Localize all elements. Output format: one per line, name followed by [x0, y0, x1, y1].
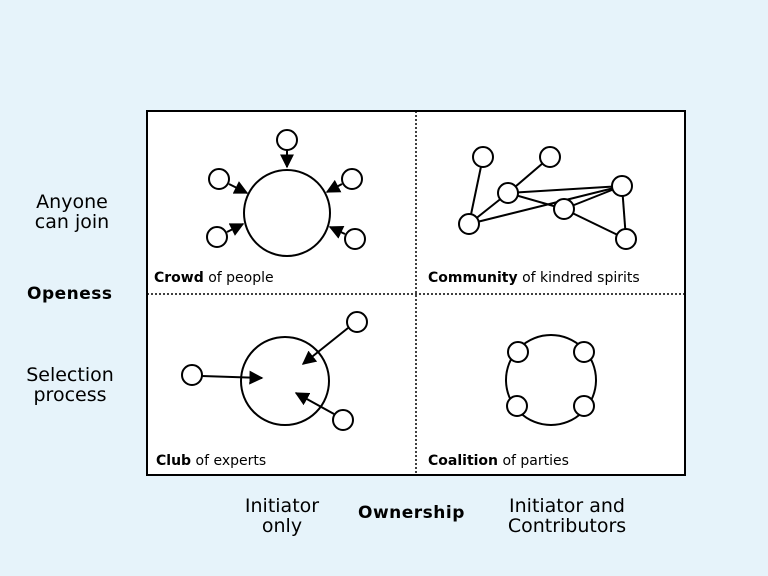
crowd-arrow	[328, 225, 346, 239]
openness-high-line: can join	[34, 211, 110, 233]
community-caption: Community of kindred spirits	[428, 270, 640, 286]
coalition-caption: Coalition of parties	[428, 453, 569, 469]
crowd-node	[341, 168, 363, 190]
club-center-node	[240, 336, 330, 426]
community-node	[458, 213, 480, 235]
community-node	[497, 182, 519, 204]
crowd-arrow	[325, 179, 343, 193]
coalition-node	[573, 341, 595, 363]
crowd-center-node	[243, 169, 331, 257]
club-arrow	[294, 392, 335, 415]
coalition-center-node	[505, 334, 597, 426]
crowd-node	[206, 226, 228, 248]
club-node	[346, 311, 368, 333]
crowd-arrow	[228, 181, 249, 194]
club-arrow	[201, 370, 264, 385]
openness-high-label: Anyone can join	[22, 192, 122, 232]
club-graphic	[181, 311, 368, 431]
openness-low-label: Selection process	[18, 365, 122, 405]
ownership-low-line: only	[261, 515, 303, 537]
openness-low-line: Selection	[26, 364, 114, 386]
coalition-graphic	[505, 334, 597, 426]
club-node	[332, 409, 354, 431]
community-graphic	[458, 146, 637, 250]
crowd-node	[276, 129, 298, 151]
openness-low-line: process	[33, 384, 107, 406]
openness-high-line: Anyone	[36, 191, 108, 213]
ownership-high-line: Initiator and	[509, 495, 625, 517]
club-arrow	[301, 327, 349, 365]
community-node	[615, 228, 637, 250]
club-caption: Club of experts	[156, 453, 266, 469]
community-node	[472, 146, 494, 168]
club-node	[181, 364, 203, 386]
crowd-caption: Crowd of people	[154, 270, 274, 286]
crowd-arrow	[226, 223, 245, 236]
coalition-node	[506, 395, 528, 417]
coalition-node	[573, 395, 595, 417]
community-node	[539, 146, 561, 168]
ownership-high-line: Contributors	[507, 515, 627, 537]
coalition-node	[507, 341, 529, 363]
ownership-low-line: Initiator	[244, 495, 320, 517]
crowd-node	[208, 168, 230, 190]
crowd-node	[344, 228, 366, 250]
crowd-graphic	[206, 129, 366, 257]
ownership-low-label: Initiator only	[222, 496, 342, 536]
ownership-axis-title: Ownership	[358, 503, 465, 523]
community-node	[553, 198, 575, 220]
community-node	[611, 175, 633, 197]
openness-axis-title: Openess	[27, 284, 113, 304]
ownership-high-label: Initiator and Contributors	[492, 496, 642, 536]
